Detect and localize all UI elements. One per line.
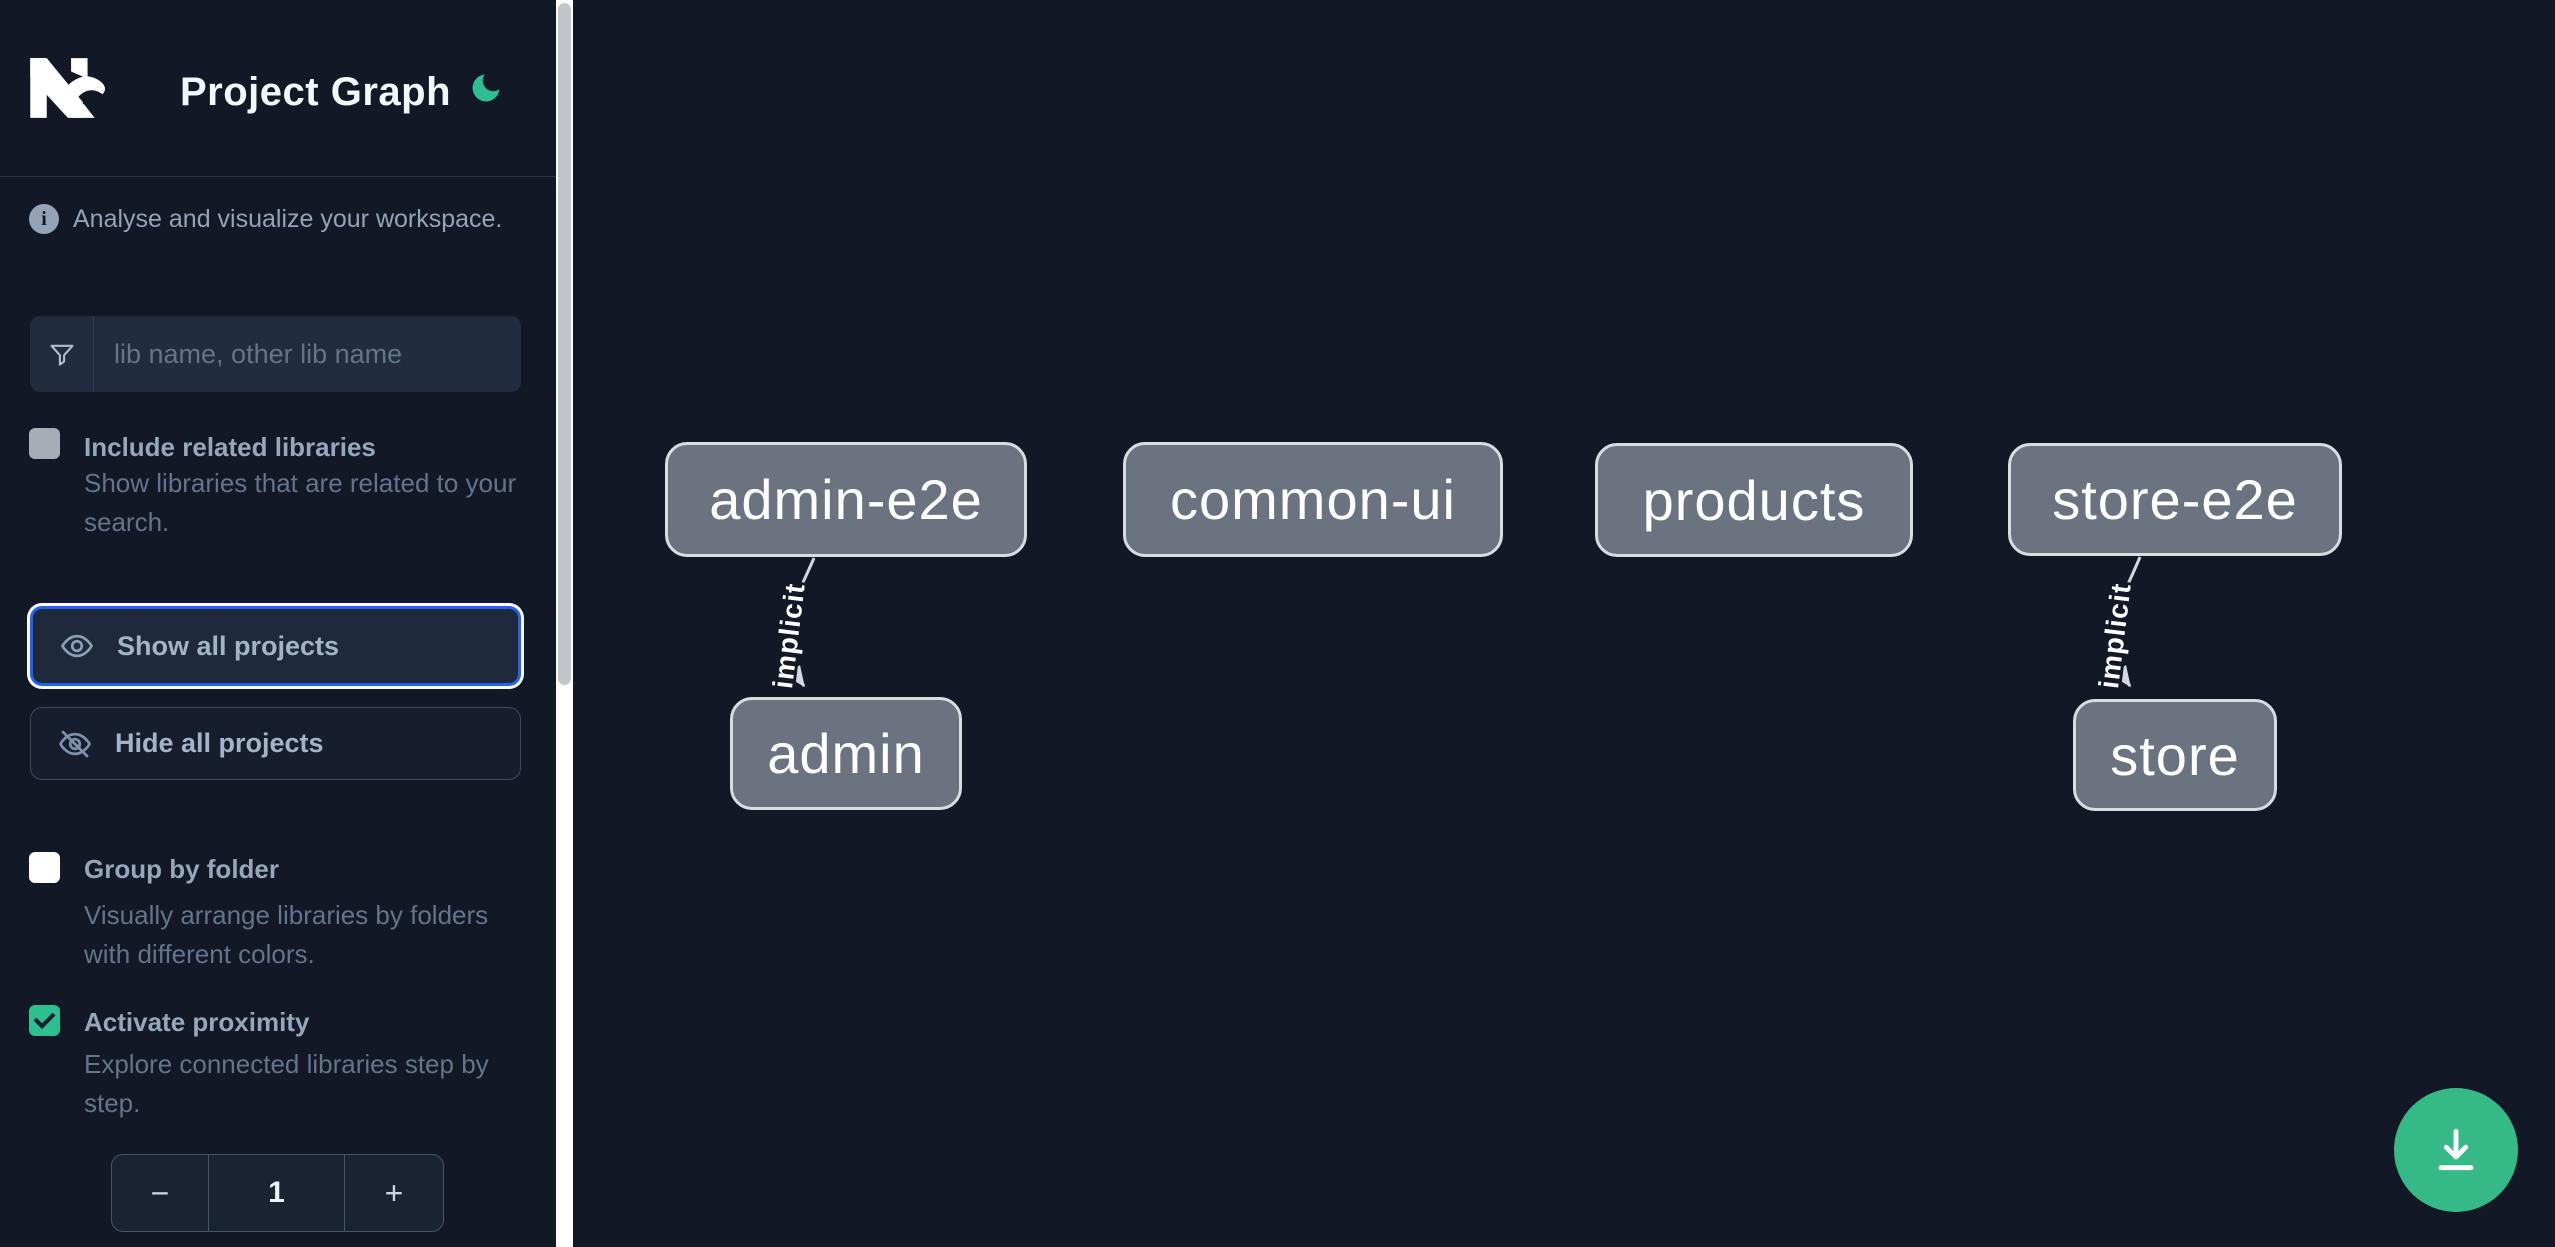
search-input[interactable] bbox=[94, 316, 521, 392]
graph-node-products[interactable]: products bbox=[1595, 443, 1913, 557]
download-icon bbox=[2438, 1128, 2474, 1171]
workspace-info-text: Analyse and visualize your workspace. bbox=[73, 204, 503, 233]
group-by-folder-description: Visually arrange libraries by folders wi… bbox=[84, 900, 489, 969]
sidebar-scrollbar[interactable] bbox=[556, 0, 573, 1247]
workspace-info: i Analyse and visualize your workspace. bbox=[29, 204, 502, 234]
search-box bbox=[30, 316, 521, 392]
page-title: Project Graph bbox=[180, 70, 452, 114]
moon-icon[interactable] bbox=[468, 68, 504, 108]
show-all-projects-button[interactable]: Show all projects bbox=[30, 606, 521, 686]
graph-node-admin[interactable]: admin bbox=[730, 697, 962, 810]
proximity-stepper: − 1 + bbox=[111, 1154, 444, 1232]
info-icon: i bbox=[29, 204, 59, 234]
sidebar-header: Project Graph bbox=[0, 0, 556, 177]
graph-canvas[interactable] bbox=[573, 0, 2555, 1247]
proximity-value: 1 bbox=[208, 1155, 345, 1231]
sidebar: Project Graph i Analyse and visualize yo… bbox=[0, 0, 556, 1247]
eye-icon bbox=[61, 634, 93, 658]
sidebar-scrollbar-thumb[interactable] bbox=[558, 3, 571, 685]
show-all-projects-label: Show all projects bbox=[117, 630, 340, 661]
activate-proximity-description: Explore connected libraries step by step… bbox=[84, 1049, 489, 1118]
group-by-folder-checkbox[interactable] bbox=[29, 852, 60, 883]
group-by-folder-label: Group by folder bbox=[84, 854, 279, 884]
proximity-decrement-button[interactable]: − bbox=[150, 1174, 170, 1211]
include-related-label: Include related libraries bbox=[84, 432, 376, 462]
activate-proximity-label: Activate proximity bbox=[84, 1007, 310, 1037]
graph-node-common-ui[interactable]: common-ui bbox=[1123, 442, 1503, 557]
filter-funnel-icon bbox=[30, 316, 94, 392]
graph-node-store-e2e[interactable]: store-e2e bbox=[2008, 443, 2342, 556]
include-related-description: Show libraries that are related to your … bbox=[84, 468, 517, 537]
hide-all-projects-label: Hide all projects bbox=[115, 728, 324, 758]
activate-proximity-checkbox[interactable] bbox=[29, 1005, 60, 1036]
hide-all-projects-button[interactable]: Hide all projects bbox=[30, 707, 521, 780]
download-graph-button[interactable] bbox=[2394, 1088, 2518, 1212]
nx-logo bbox=[30, 58, 106, 118]
eye-off-icon bbox=[59, 730, 91, 757]
graph-node-admin-e2e[interactable]: admin-e2e bbox=[665, 442, 1027, 557]
include-related-checkbox[interactable] bbox=[29, 428, 60, 459]
check-icon bbox=[33, 1007, 56, 1029]
graph-node-store[interactable]: store bbox=[2073, 699, 2277, 811]
proximity-increment-button[interactable]: + bbox=[384, 1174, 404, 1211]
